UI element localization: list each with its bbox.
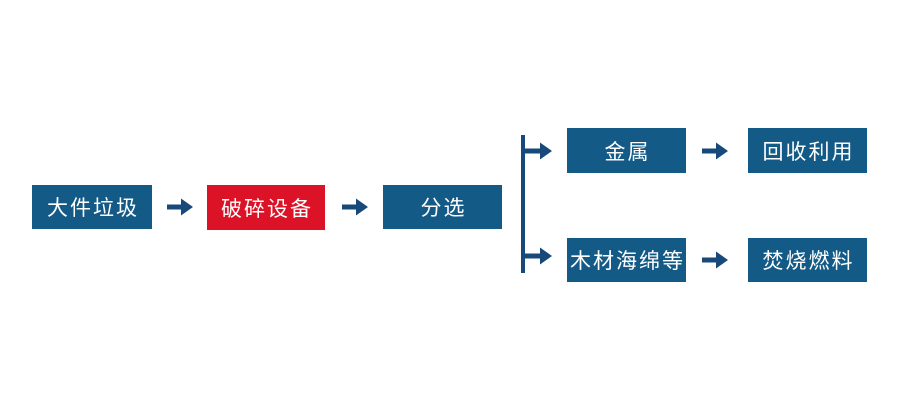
branch-arrow-bottom-icon [523, 246, 553, 266]
node-metal: 金属 [567, 128, 686, 173]
node-incineration-fuel: 焚烧燃料 [748, 238, 867, 282]
arrow-right-icon [702, 141, 728, 161]
node-wood-sponge-label: 木材海绵等 [570, 250, 685, 273]
arrow-right-icon [167, 197, 193, 217]
branch-arrow-top-icon [523, 141, 553, 161]
node-recycling: 回收利用 [748, 128, 867, 173]
node-wood-sponge: 木材海绵等 [567, 238, 686, 282]
arrow-right-icon [342, 197, 368, 217]
node-metal-label: 金属 [604, 140, 651, 164]
node-bulky-waste-label: 大件垃圾 [47, 197, 139, 220]
arrow-right-icon [702, 250, 728, 270]
node-recycling-label: 回收利用 [762, 140, 855, 164]
branch-connector-line [521, 135, 525, 273]
node-sorting: 分选 [383, 185, 502, 229]
node-crushing-equipment-label: 破碎设备 [221, 197, 313, 221]
node-crushing-equipment: 破碎设备 [207, 185, 325, 230]
node-sorting-label: 分选 [420, 197, 467, 220]
node-bulky-waste: 大件垃圾 [32, 185, 152, 229]
node-incineration-fuel-label: 焚烧燃料 [762, 250, 855, 273]
